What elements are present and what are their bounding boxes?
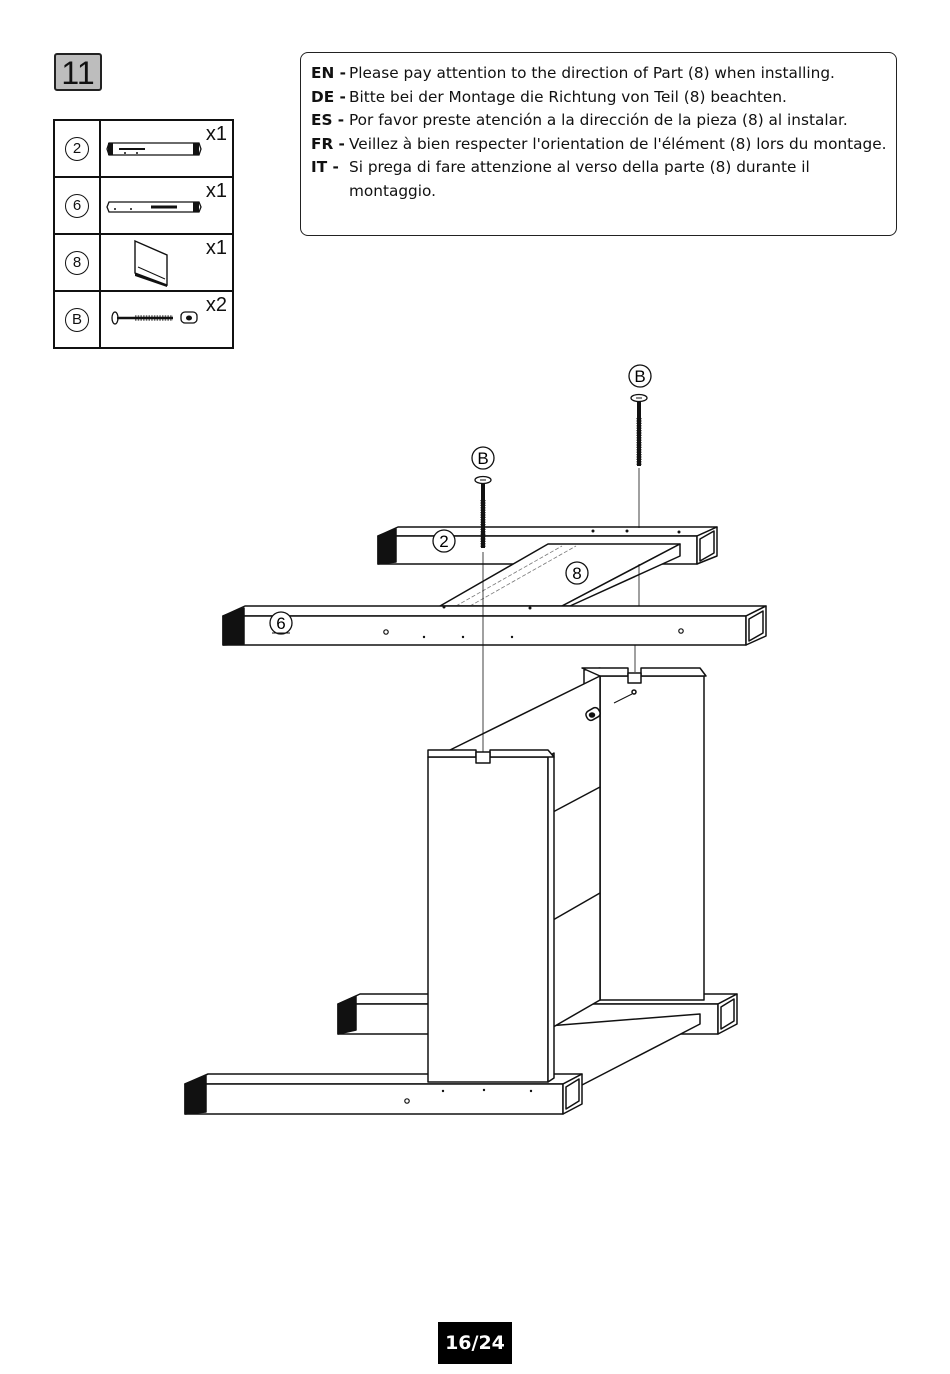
parts-row: 8 x1 [53, 233, 234, 292]
parts-list-table: 2 x1 6 x1 8 x1 [53, 119, 234, 349]
instruction-line: IT - Si prega di fare attenzione al verso… [311, 156, 896, 203]
part-labels: 2 6 8 B B [269, 364, 652, 635]
bolt-b-label: B [634, 367, 645, 386]
language-code: FR - [311, 134, 345, 153]
part-quantity: x1 [205, 180, 227, 202]
instruction-text: Please pay attention to the direction of… [349, 64, 835, 82]
front-leg [427, 749, 555, 1083]
part-id: 2 [65, 136, 89, 161]
part-2-label: 2 [439, 532, 448, 551]
instruction-line: FR -Veillez à bien respecter l'orientati… [311, 133, 896, 157]
language-code: EN - [311, 64, 346, 82]
bolt-b-label: B [477, 449, 488, 468]
language-code: DE - [311, 87, 346, 106]
instruction-line: EN -Please pay attention to the directio… [311, 62, 896, 86]
part-6-label: 6 [276, 614, 285, 633]
instruction-text: Por favor preste atención a la dirección… [349, 111, 848, 129]
part-quantity: x1 [205, 237, 227, 259]
panel-part-icon [134, 239, 168, 287]
step-number-badge: 11 [54, 53, 102, 91]
parts-row: B x2 [53, 290, 234, 349]
bottom-front-rail [184, 1073, 583, 1115]
part-quantity: x1 [205, 123, 227, 145]
barrel-nut [585, 706, 601, 722]
instructions-box: EN -Please pay attention to the directio… [300, 52, 897, 236]
rail-part-icon [106, 142, 202, 156]
language-code: ES - [311, 111, 345, 129]
parts-row: 6 x1 [53, 176, 234, 235]
rail-part-icon [106, 201, 202, 213]
top-front-rail-part-6 [222, 605, 767, 646]
bolt-icon [474, 475, 492, 548]
part-id: B [65, 307, 89, 332]
part-8-label: 8 [572, 564, 581, 583]
part-id: 8 [65, 250, 89, 275]
instruction-text: Bitte bei der Montage die Richtung von T… [349, 87, 787, 106]
instruction-text: Veillez à bien respecter l'orientation d… [349, 134, 887, 153]
page-number: 16/24 [438, 1322, 512, 1364]
instruction-line: DE -Bitte bei der Montage die Richtung v… [311, 86, 896, 110]
dowel-holes [422, 529, 681, 1093]
bolt-icon [630, 393, 648, 466]
part-quantity: x2 [205, 294, 227, 316]
bolt-and-barrel-nut-icon [111, 311, 198, 325]
instruction-line: ES -Por favor preste atención a la direc… [311, 109, 896, 133]
language-code: IT - [311, 158, 339, 176]
parts-row: 2 x1 [53, 119, 234, 178]
instruction-text: Si prega di fare attenzione al verso del… [349, 158, 810, 200]
guide-lines [482, 468, 640, 752]
part-id: 6 [65, 193, 89, 218]
